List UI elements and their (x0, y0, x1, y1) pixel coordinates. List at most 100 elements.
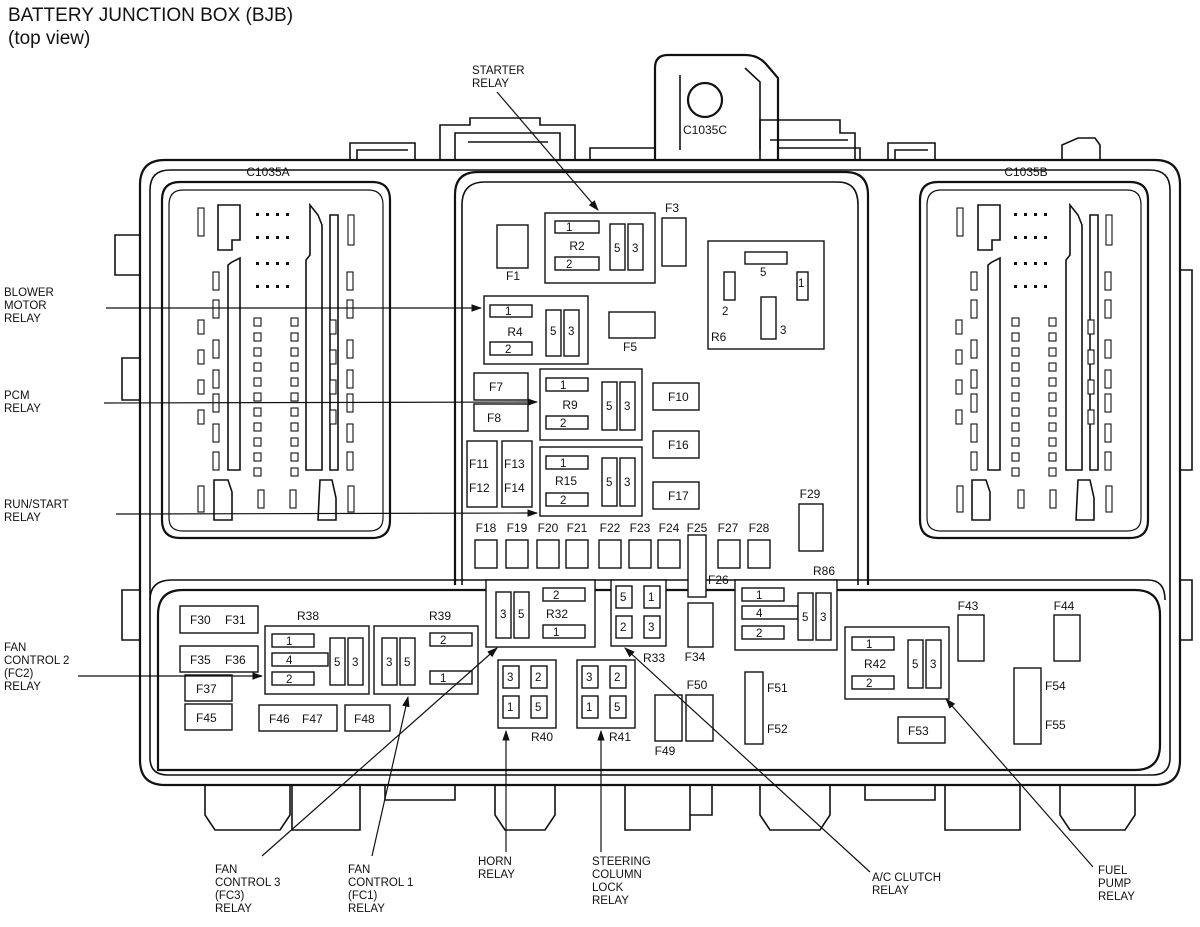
svg-text:F50: F50 (687, 678, 708, 692)
svg-text:F5: F5 (623, 340, 637, 354)
connector-c1035c-label: C1035C (683, 123, 727, 137)
contact-dot (1044, 285, 1047, 288)
svg-text:3: 3 (632, 243, 638, 255)
svg-text:RELAY: RELAY (1098, 891, 1135, 903)
contact-pin (346, 339, 354, 359)
contact-pin (1011, 452, 1020, 462)
fuse-f45: F45 (184, 703, 233, 731)
svg-text:RELAY: RELAY (478, 869, 515, 881)
contact-dot (1034, 213, 1037, 216)
relay-r41-label: R41 (609, 730, 631, 744)
contact-dot (256, 213, 259, 216)
contact-pin (1048, 317, 1057, 327)
svg-text:5: 5 (535, 702, 541, 714)
connector-c1035b: C1035B (918, 165, 1150, 540)
svg-text:1: 1 (560, 458, 566, 470)
svg-text:F7: F7 (489, 380, 503, 394)
contact-dot (1024, 236, 1027, 239)
fuse-f13-f14: F13 F14 (501, 440, 533, 508)
svg-text:RELAY: RELAY (4, 403, 41, 415)
svg-text:RELAY: RELAY (4, 313, 41, 325)
fuse-f30-f31: F30 F31 (179, 605, 259, 634)
svg-text:2: 2 (866, 678, 872, 690)
relay-r39: R39 3 5 2 1 (373, 609, 479, 695)
relay-r15-label: R15 (555, 474, 577, 488)
contact-pin (346, 369, 354, 389)
contact-pin (1048, 452, 1057, 462)
contact-pin (290, 362, 299, 372)
fuse-f44: F44 (1053, 599, 1081, 662)
contact-pin (1048, 437, 1057, 447)
relay-r2: 1 2 5 3 R2 (544, 212, 656, 284)
contact-dot (266, 236, 269, 239)
svg-text:F31: F31 (225, 613, 246, 627)
svg-text:F34: F34 (685, 650, 706, 664)
svg-text:F51: F51 (767, 681, 788, 695)
fuse-f54-f55: F54 F55 (1013, 667, 1066, 745)
contact-dot (286, 285, 289, 288)
svg-text:COLUMN: COLUMN (592, 869, 642, 881)
contact-pin (1087, 319, 1095, 335)
fuse-f48: F48 (344, 704, 391, 732)
contact-dot (1044, 236, 1047, 239)
svg-text:F1: F1 (506, 269, 520, 283)
svg-text:2: 2 (440, 635, 446, 647)
svg-text:MOTOR: MOTOR (4, 300, 47, 312)
svg-text:3: 3 (586, 672, 592, 684)
contact-pin (212, 369, 220, 389)
contact-pin (1104, 451, 1112, 471)
svg-text:1: 1 (505, 306, 511, 318)
relay-r86: R86 1 4 2 5 3 (734, 564, 838, 651)
contact-pin (970, 393, 978, 413)
fuse-f51-f52: F51 F52 (744, 671, 788, 745)
contact-pin (1048, 332, 1057, 342)
svg-text:RELAY: RELAY (472, 78, 509, 90)
contact-pin (1048, 362, 1057, 372)
relay-r6-label: R6 (711, 330, 727, 344)
contact-pin (253, 362, 262, 372)
svg-text:F3: F3 (665, 201, 679, 215)
svg-text:5: 5 (550, 326, 556, 338)
svg-text:F36: F36 (225, 653, 246, 667)
callout-horn-relay: HORN RELAY (478, 729, 515, 881)
svg-text:5: 5 (614, 702, 620, 714)
callout-fc1-relay: FAN CONTROL 1 (FC1) RELAY (348, 695, 413, 915)
fuse-f53: F53 (897, 716, 946, 744)
contact-pin (253, 347, 262, 357)
svg-text:3: 3 (500, 609, 506, 621)
svg-text:F55: F55 (1045, 718, 1066, 732)
contact-pin (970, 339, 978, 359)
svg-text:F14: F14 (504, 481, 525, 495)
contact-pin (1087, 379, 1095, 395)
contact-dot (256, 262, 259, 265)
fuse-f34: F34 (685, 602, 714, 664)
svg-text:CONTROL 3: CONTROL 3 (215, 877, 280, 889)
contact-pin (1048, 422, 1057, 432)
fuse-f8: F8 (473, 403, 529, 432)
contact-dot (276, 262, 279, 265)
contact-pin (197, 319, 205, 335)
svg-text:2: 2 (614, 672, 620, 684)
svg-text:F26: F26 (708, 573, 729, 587)
contact-pin (1011, 317, 1020, 327)
svg-text:F22: F22 (600, 521, 621, 535)
contact-pin (1011, 392, 1020, 402)
contact-pin (197, 349, 205, 365)
svg-text:F20: F20 (538, 521, 559, 535)
svg-text:F23: F23 (630, 521, 651, 535)
contact-pin (290, 452, 299, 462)
svg-text:PUMP: PUMP (1098, 878, 1132, 890)
contact-pin (955, 379, 963, 395)
contact-pin (970, 369, 978, 389)
contact-pin (290, 377, 299, 387)
contact-pin (955, 319, 963, 335)
svg-text:HORN: HORN (478, 856, 512, 868)
svg-text:5: 5 (912, 659, 918, 671)
svg-text:2: 2 (535, 672, 541, 684)
svg-text:3: 3 (507, 672, 513, 684)
svg-text:1: 1 (286, 636, 292, 648)
svg-text:F10: F10 (668, 390, 689, 404)
fuse-f29: F29 (798, 487, 824, 552)
svg-text:F53: F53 (908, 724, 929, 738)
